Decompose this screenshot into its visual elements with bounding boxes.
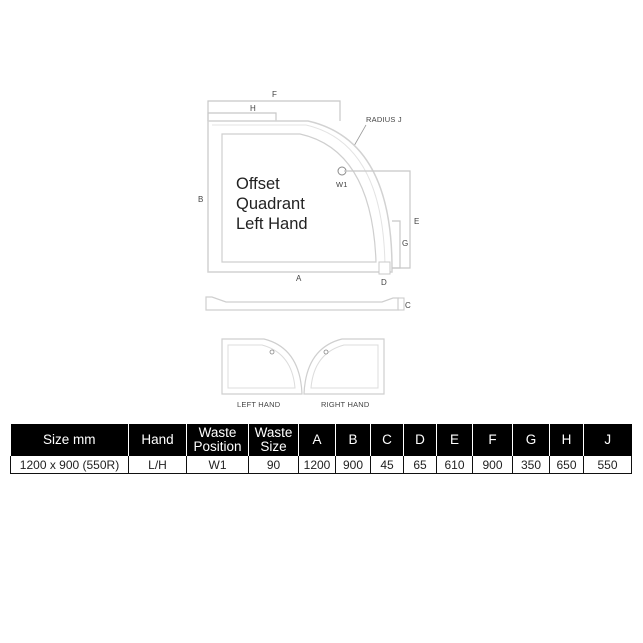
- right-hand-label: RIGHT HAND: [321, 400, 370, 409]
- dimension-d-label: D: [381, 278, 387, 287]
- radius-j-pointer: [353, 124, 367, 147]
- header-b: B: [335, 424, 371, 456]
- cell-e: 610: [436, 456, 473, 474]
- dimension-a-label: A: [296, 274, 302, 283]
- left-hand-waste-icon: [269, 349, 275, 355]
- dimension-b-label: B: [198, 195, 203, 204]
- dimension-g: [392, 220, 401, 269]
- dimension-e-label: E: [414, 217, 419, 226]
- cell-h: 650: [549, 456, 584, 474]
- radius-j-label: RADIUS J: [366, 115, 402, 124]
- header-a: A: [298, 424, 336, 456]
- header-g: G: [512, 424, 550, 456]
- tray-text-line-2: Quadrant: [236, 195, 305, 213]
- table-row: 1200 x 900 (550R) L/H W1 90 1200 900 45 …: [10, 456, 632, 474]
- dimension-f-label: F: [272, 90, 277, 99]
- cell-c: 45: [370, 456, 404, 474]
- dimension-e: [344, 170, 411, 269]
- dimension-f: [207, 100, 341, 121]
- tray-rim: [212, 124, 386, 269]
- dimension-d: [378, 261, 391, 275]
- waste-w1-label: W1: [336, 180, 348, 189]
- tray-side-profile: [205, 296, 399, 311]
- header-h: H: [549, 424, 584, 456]
- dimension-h-label: H: [250, 104, 256, 113]
- cell-j: 550: [583, 456, 632, 474]
- cell-size: 1200 x 900 (550R): [10, 456, 129, 474]
- cell-hand: L/H: [128, 456, 187, 474]
- header-size: Size mm: [10, 424, 129, 456]
- cell-waste-size: 90: [248, 456, 299, 474]
- header-hand: Hand: [128, 424, 187, 456]
- cell-f: 900: [472, 456, 513, 474]
- dimension-h: [207, 112, 277, 121]
- header-waste-size: Waste Size: [248, 424, 299, 456]
- left-hand-thumbnail: [221, 338, 303, 395]
- dimension-c-label: C: [405, 301, 411, 310]
- cell-b: 900: [335, 456, 371, 474]
- cell-g: 350: [512, 456, 550, 474]
- header-j: J: [583, 424, 632, 456]
- cell-d: 65: [403, 456, 437, 474]
- tray-text-line-1: Offset: [236, 175, 280, 193]
- tray-diagram: F H RADIUS J W1 Offset Quadrant Left Han…: [198, 90, 419, 409]
- header-c: C: [370, 424, 404, 456]
- header-f: F: [472, 424, 513, 456]
- right-hand-waste-icon: [323, 349, 329, 355]
- tray-inner-basin: [221, 133, 377, 263]
- dimension-g-label: G: [402, 239, 408, 248]
- tray-text-line-3: Left Hand: [236, 215, 308, 233]
- cell-a: 1200: [298, 456, 336, 474]
- header-waste-position: Waste Position: [186, 424, 249, 456]
- spec-table-header-row: Size mm Hand Waste Position Waste Size A…: [10, 424, 632, 456]
- left-hand-thumbnail-basin: [227, 344, 296, 389]
- spec-table: Size mm Hand Waste Position Waste Size A…: [10, 424, 632, 474]
- cell-waste-position: W1: [186, 456, 249, 474]
- right-hand-thumbnail-basin: [310, 344, 379, 389]
- header-d: D: [403, 424, 437, 456]
- dimension-c: [398, 297, 405, 311]
- left-hand-label: LEFT HAND: [237, 400, 281, 409]
- header-e: E: [436, 424, 473, 456]
